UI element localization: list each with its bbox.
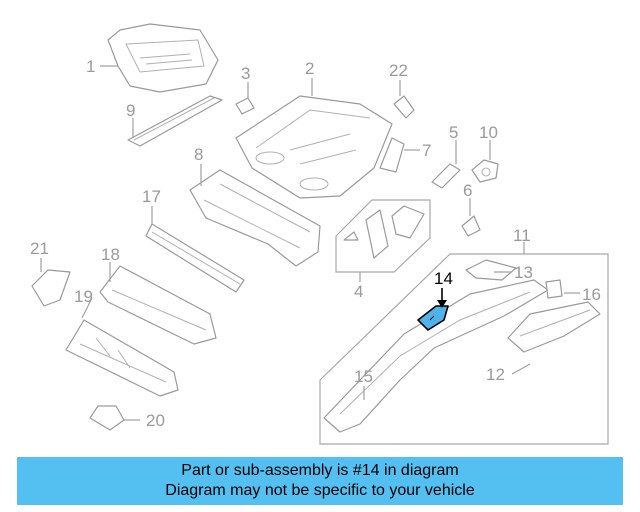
callout-4: 4 [354,282,363,301]
part-8-rear-panel [189,169,321,267]
part-10-plug [471,159,499,183]
callout-16: 16 [582,285,601,304]
callout-7: 7 [422,141,431,160]
callout-14: 14 [434,269,453,288]
callout-8: 8 [194,145,203,164]
callout-13: 13 [514,263,533,282]
callout-22: 22 [389,61,408,80]
callout-6: 6 [463,181,472,200]
callout-10: 10 [479,123,498,142]
part-9-crossmember [127,95,223,147]
part-14-highlighted [417,305,449,331]
part-1-spare-tire-pan [107,23,219,93]
part-20-small-pan [89,405,125,431]
callout-15: 15 [354,367,373,386]
callout-2: 2 [305,59,314,78]
callout-21: 21 [30,239,49,258]
part-5-bracket [431,163,461,189]
part-22-bracket [393,95,415,119]
callout-11: 11 [513,226,531,245]
part-11-rail-assembly [319,253,609,445]
callout-17: 17 [142,187,161,206]
part-6-bracket [461,215,481,237]
part-18-floor-panel [99,265,217,345]
callout-12: 12 [486,365,505,384]
banner-line-1: Part or sub-assembly is #14 in diagram [181,462,459,479]
callout-19: 19 [74,287,93,306]
part-3-bracket [235,97,255,115]
part-2-rear-floor-pan [235,95,393,199]
callout-3: 3 [241,64,250,83]
callout-5: 5 [449,123,458,142]
banner-line-2: Diagram may not be specific to your vehi… [165,482,475,499]
part-14-shape [417,305,449,331]
part-17-cross-rail [145,223,245,293]
info-banner: Part or sub-assembly is #14 in diagram D… [17,457,623,505]
part-19-floor-assembly [65,319,179,397]
callout-1: 1 [86,57,95,76]
callout-18: 18 [101,245,120,264]
part-21-bracket [31,269,71,307]
part-4-assembly [335,199,431,273]
callout-9: 9 [126,101,135,120]
callout-20: 20 [146,411,165,430]
part-7-bracket [379,137,405,173]
parts-diagram: 1 9 3 2 22 7 5 10 [30,23,609,445]
